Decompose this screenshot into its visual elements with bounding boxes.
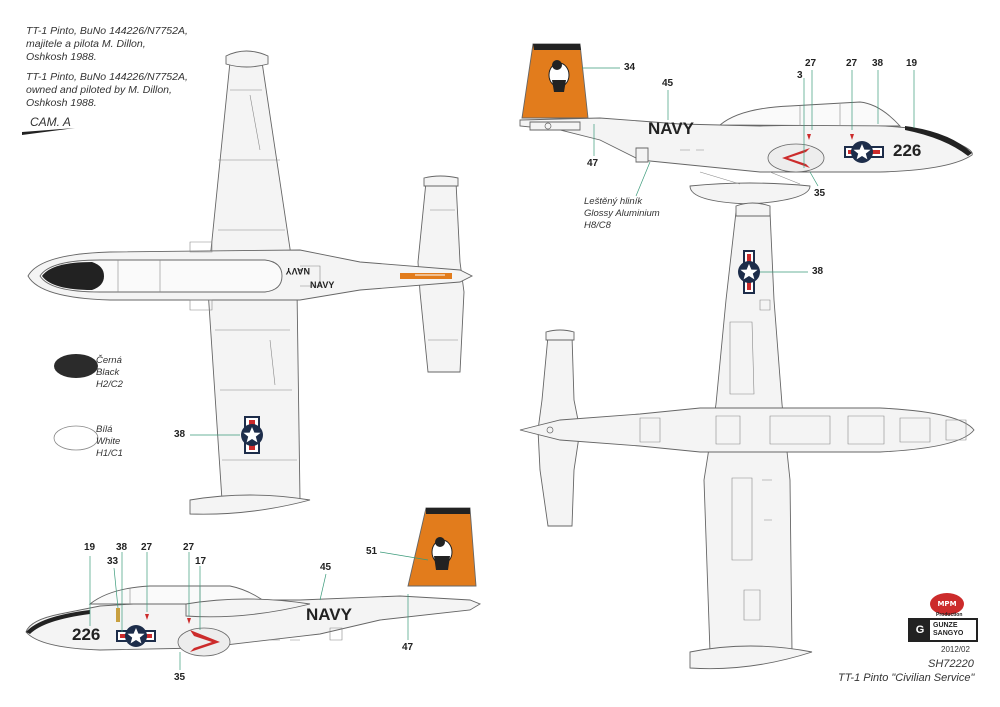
svg-text:NAVY: NAVY xyxy=(310,280,334,290)
bottom-view-aircraft xyxy=(519,202,975,670)
description-line: majitele a pilota M. Dillon, xyxy=(26,38,146,50)
gunze-mark-icon: G xyxy=(910,620,930,640)
number-lower: 226 xyxy=(72,625,100,644)
description-line: TT-1 Pinto, BuNo 144226/N7752A, xyxy=(26,25,188,37)
callout-number: 19 xyxy=(84,542,96,553)
callout-leaders xyxy=(89,67,915,670)
callout-number: 33 xyxy=(107,556,119,567)
callout-number: 35 xyxy=(174,672,186,683)
legend-aluminium: Leštěný hliník Glossy Aluminium H8/C8 xyxy=(584,196,660,232)
legend-line: White xyxy=(96,436,121,447)
callout-number: 47 xyxy=(587,158,599,169)
svg-text:NAVY: NAVY xyxy=(286,266,310,276)
legend-line: Černá xyxy=(96,355,122,366)
description-en: TT-1 Pinto, BuNo 144226/N7752A, owned an… xyxy=(26,71,188,110)
top-view-aircraft: NAVY NAVY xyxy=(27,50,474,515)
callout-number: 47 xyxy=(402,642,414,653)
description-line: owned and piloted by M. Dillon, xyxy=(26,84,172,96)
legend-line: H2/C2 xyxy=(96,379,123,390)
description-cz: TT-1 Pinto, BuNo 144226/N7752A, majitele… xyxy=(26,25,188,64)
callout-number: 45 xyxy=(662,78,674,89)
legend-black: Černá Black H2/C2 xyxy=(96,355,123,391)
callout-number: 27 xyxy=(141,542,153,553)
callout-number: 34 xyxy=(624,62,636,73)
mpm-logo: MPM xyxy=(930,593,964,615)
camouflage-label: CAM. A xyxy=(30,115,71,129)
callout-number: 27 xyxy=(805,58,817,69)
legend-line: Black xyxy=(96,367,120,378)
legend-line: Glossy Aluminium xyxy=(584,208,660,219)
callout-number: 38 xyxy=(116,542,128,553)
legend-line: H8/C8 xyxy=(584,220,611,231)
legend-black-swatch xyxy=(54,354,98,378)
callout-number: 38 xyxy=(174,429,186,440)
callout-number: 51 xyxy=(366,546,378,557)
gunze-logo: G GUNZE SANGYO xyxy=(908,618,978,642)
callout-number: 27 xyxy=(183,542,195,553)
callout-number: 38 xyxy=(812,266,824,277)
legend-line: Leštěný hliník xyxy=(584,196,643,207)
callout-number: 38 xyxy=(872,58,884,69)
product-code: SH72220 xyxy=(928,658,974,670)
gunze-line: GUNZE xyxy=(933,622,958,629)
mpm-logo-sub: Production xyxy=(936,612,963,618)
callout-number: 27 xyxy=(846,58,858,69)
lower-side-aircraft: NAVY 226 xyxy=(25,507,482,657)
mpm-logo-text: MPM xyxy=(937,600,957,608)
description-line: Oshkosh 1988. xyxy=(26,51,97,63)
product-title: TT-1 Pinto "Civilian Service" xyxy=(838,672,975,684)
number-upper: 226 xyxy=(893,141,921,160)
legend-line: H1/C1 xyxy=(96,448,123,459)
navy-text-lower: NAVY xyxy=(306,605,353,624)
sheet-date: 2012/02 xyxy=(941,645,970,654)
navy-text-upper: NAVY xyxy=(648,119,695,138)
roundel-top-view xyxy=(241,416,263,454)
upper-side-aircraft: NAVY 226 xyxy=(519,43,973,205)
legend-line: Bílá xyxy=(96,424,113,435)
callout-number: 19 xyxy=(906,58,918,69)
legend-white: Bílá White H1/C1 xyxy=(96,424,123,460)
legend-white-swatch xyxy=(53,425,99,451)
callout-number: 45 xyxy=(320,562,332,573)
callout-number: 35 xyxy=(814,188,826,199)
description-line: Oshkosh 1988. xyxy=(26,97,97,109)
callout-number: 17 xyxy=(195,556,207,567)
description-line: TT-1 Pinto, BuNo 144226/N7752A, xyxy=(26,71,188,83)
callout-number: 3 xyxy=(797,70,803,81)
gunze-line: SANGYO xyxy=(933,630,964,637)
cam-underline xyxy=(22,128,75,135)
